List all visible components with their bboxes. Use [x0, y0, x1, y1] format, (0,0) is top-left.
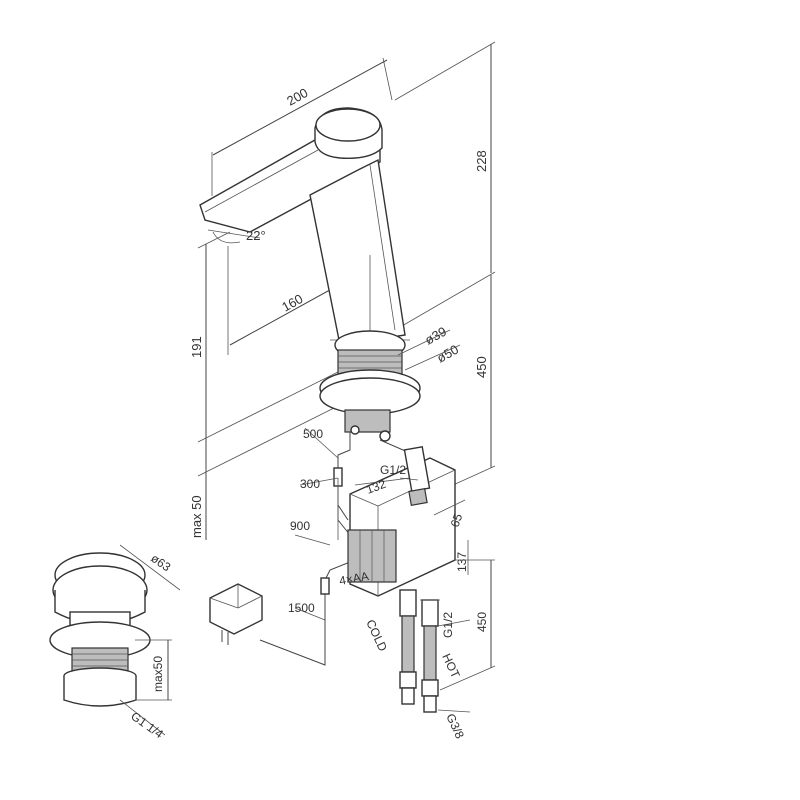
- label-hot: HOT: [439, 651, 463, 680]
- faucet-column: [309, 158, 410, 350]
- label-228: 228: [474, 150, 489, 172]
- cables: 500 300 900 1500: [259, 427, 356, 666]
- drain-valve: ø63 max50 G1 1/4: [49, 544, 181, 741]
- label-65: 65: [448, 511, 466, 529]
- label-d50: ø50: [434, 342, 461, 366]
- label-drain-max50: max50: [151, 656, 165, 692]
- label-d63: ø63: [148, 551, 173, 575]
- power-adapter: [209, 583, 263, 645]
- label-160: 160: [279, 291, 305, 315]
- faucet-spout: [199, 107, 383, 233]
- label-cable-300: 300: [300, 477, 320, 491]
- label-cold: COLD: [363, 617, 390, 653]
- label-4xaa: 4×AA: [338, 569, 370, 588]
- label-191: 191: [189, 336, 204, 358]
- label-137: 137: [455, 552, 469, 572]
- label-cable-500: 500: [303, 427, 323, 441]
- label-g12-top: G1/2: [380, 463, 406, 477]
- control-box: 132 65 137 4×AA: [337, 457, 469, 597]
- label-200: 200: [284, 85, 310, 109]
- label-g12-hose: G1/2: [441, 612, 455, 638]
- label-cable-1500: 1500: [288, 601, 315, 615]
- label-cable-900: 900: [290, 519, 310, 533]
- dim-diameters: ø39 ø50: [397, 324, 461, 371]
- label-g114: G1 1/4: [128, 709, 166, 741]
- label-d39: ø39: [422, 324, 449, 348]
- label-132: 132: [364, 477, 388, 497]
- inlet-hose: G1/2: [379, 439, 431, 506]
- label-max50: max 50: [189, 495, 204, 538]
- label-g38: G3/8: [443, 711, 467, 741]
- label-450-top: 450: [474, 356, 489, 378]
- mount-thread: [319, 330, 421, 442]
- label-450-hose: 450: [475, 612, 489, 632]
- dim-upper-height: 228: [394, 41, 496, 331]
- dim-angle: 22°: [207, 228, 266, 244]
- dim-left-heights: 191 max 50: [189, 231, 341, 540]
